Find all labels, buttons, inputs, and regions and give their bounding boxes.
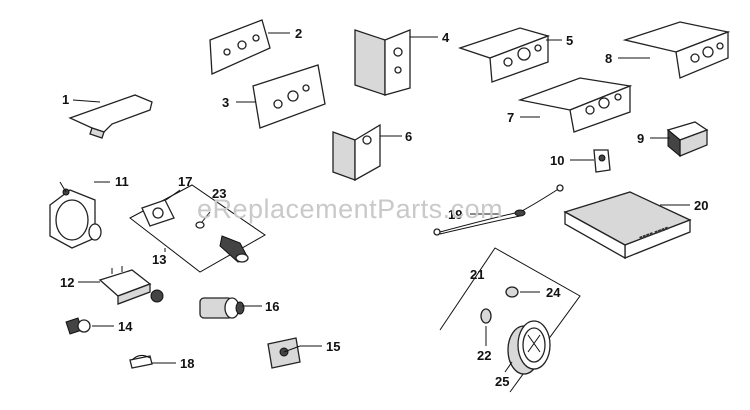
callout-14: 14 [118,319,133,334]
part-12-switch[interactable] [98,266,164,305]
part-20-panel[interactable]: ■■■■ ■■■■ [563,191,692,260]
watermark-text: eReplacementParts.com [197,194,503,224]
callout-9: 9 [637,131,644,146]
callout-1: 1 [62,92,69,107]
part-16-connector[interactable] [199,297,245,319]
part-17-gasket[interactable] [141,199,175,227]
callout-8: 8 [605,51,612,66]
part-8-bracket[interactable] [622,21,731,79]
callout-4: 4 [442,30,450,45]
callout-23: 23 [212,186,226,201]
callout-12: 12 [60,275,74,290]
callout-22: 22 [477,348,491,363]
callout-11: 11 [115,174,129,189]
callout-24: 24 [546,285,561,300]
callout-5: 5 [566,33,573,48]
callout-3: 3 [222,95,229,110]
part-11-solenoid[interactable] [49,181,102,249]
part-23-washer[interactable] [195,221,205,229]
callout-19: 19 [448,207,462,222]
callout-7: 7 [507,110,514,125]
callout-15: 15 [326,339,340,354]
part-6-bracket[interactable] [332,123,381,182]
callout-10: 10 [550,153,564,168]
part-24-grommet[interactable] [505,286,519,298]
part-4-bracket[interactable] [354,29,411,96]
callout-18: 18 [180,356,194,371]
part-5-bracket[interactable] [457,27,551,83]
callout-21: 21 [470,267,484,282]
part-18-clip[interactable] [129,354,153,369]
part-2-plate[interactable] [209,19,271,75]
part-7-bracket[interactable] [517,77,633,133]
part-3-plate[interactable] [252,64,326,129]
callout-20: 20 [694,198,708,213]
part-19-cable[interactable] [433,184,564,236]
part-25-gauge[interactable] [507,320,551,375]
callout-6: 6 [405,129,412,144]
part-1-bracket[interactable] [68,94,153,139]
part-13-plug[interactable] [219,235,249,263]
callout-17: 17 [178,174,192,189]
callout-25: 25 [495,374,509,389]
callout-2: 2 [295,26,302,41]
part-9-relay[interactable] [666,121,709,158]
callout-13: 13 [152,252,166,267]
part-15-toggle[interactable] [267,337,301,369]
part-14-fitting[interactable] [65,317,91,335]
callout-16: 16 [265,299,279,314]
part-10-clip[interactable] [593,149,611,173]
part-22-washer[interactable] [480,308,492,324]
part-21-group-bracket [439,247,581,393]
